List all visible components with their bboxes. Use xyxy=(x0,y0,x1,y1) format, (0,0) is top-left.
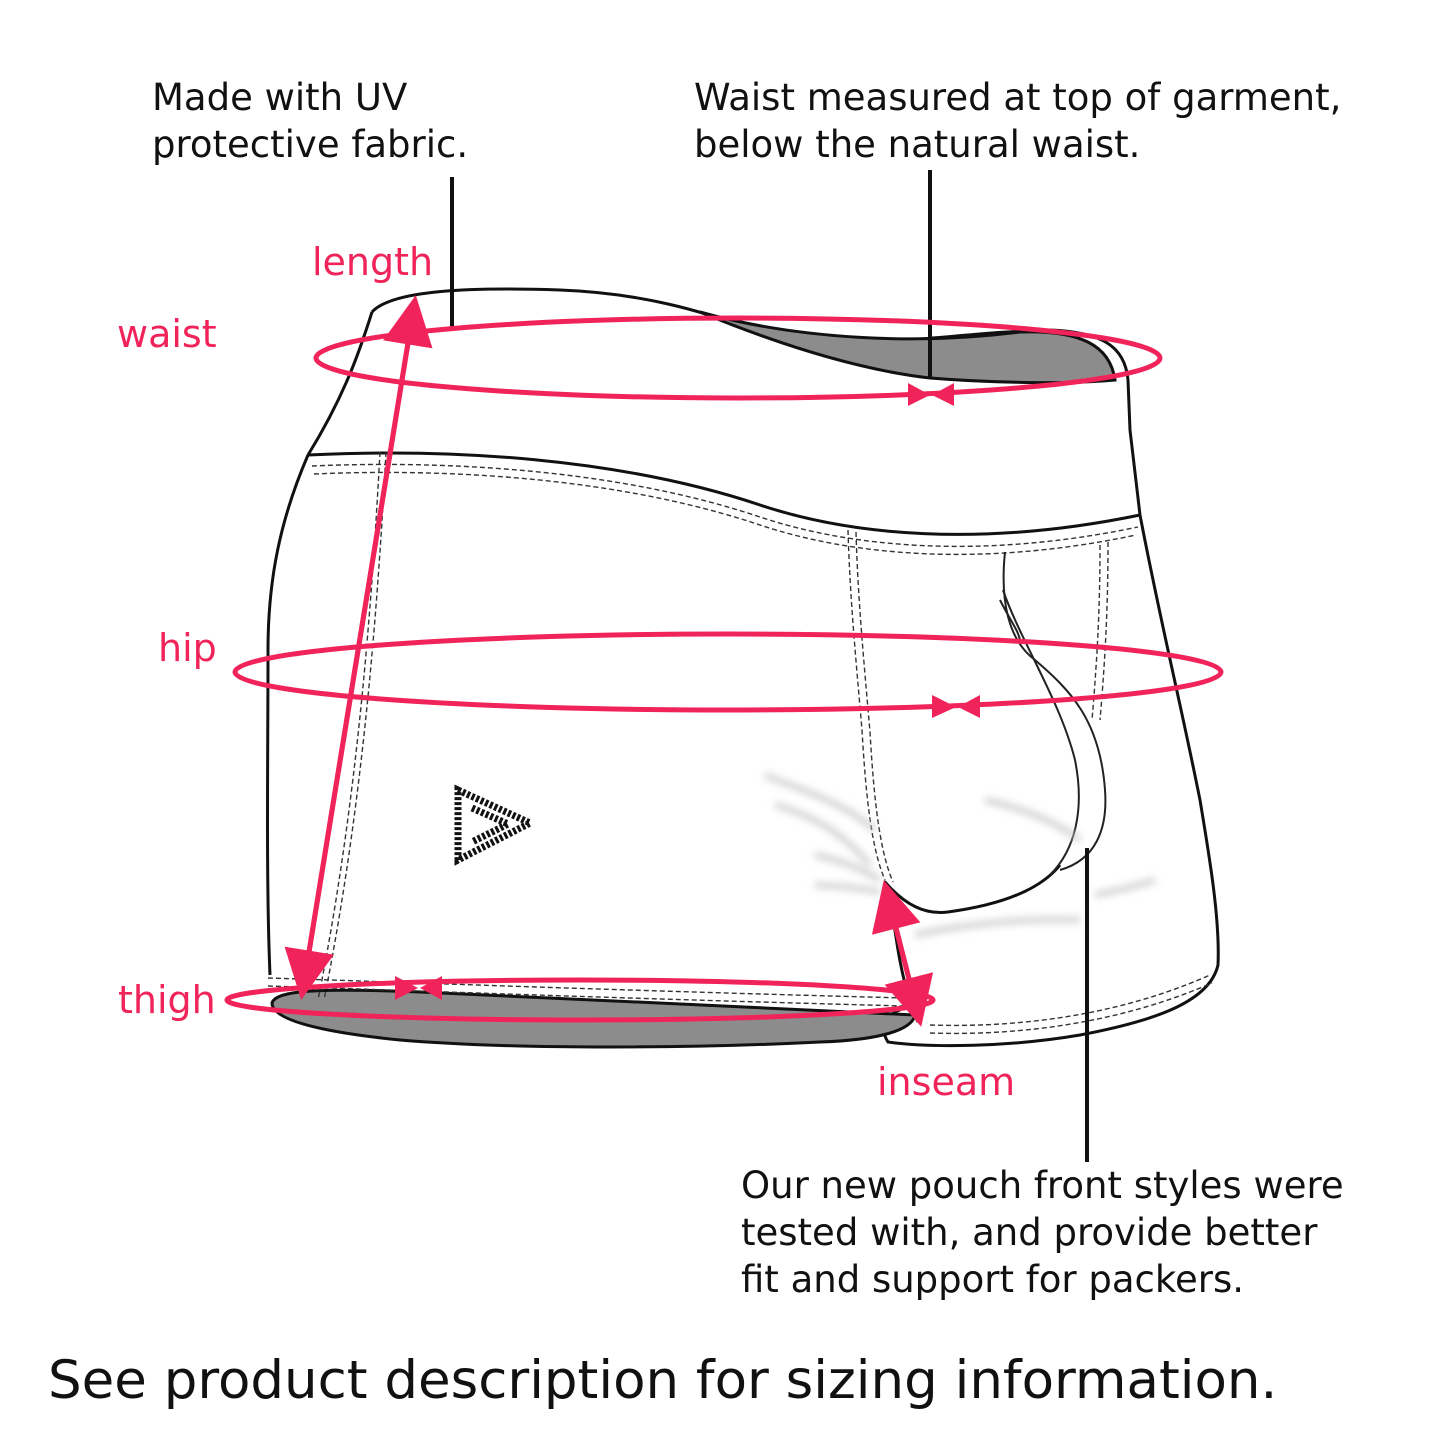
length-arrow-bottom xyxy=(284,299,418,1000)
meeting-arrowheads xyxy=(395,383,980,1000)
measurement-marks xyxy=(224,295,1224,1027)
fabric-note-line: protective fabric. xyxy=(152,123,469,166)
thigh-arrowhead-right xyxy=(420,976,442,1000)
triangle-logo-icon xyxy=(454,784,539,866)
hip-arrowhead-right xyxy=(958,695,980,718)
pouch-note-line: fit and support for packers. xyxy=(741,1258,1245,1301)
hip-label: hip xyxy=(158,626,217,670)
waist-label: waist xyxy=(117,312,217,356)
waist-arrowhead-right xyxy=(932,383,954,406)
fabric-note: Made with UV protective fabric. xyxy=(152,74,468,168)
thigh-arrowhead-left xyxy=(395,976,418,1000)
inseam-label: inseam xyxy=(877,1060,1016,1104)
hip-arrowhead-left xyxy=(932,695,956,718)
garment-outline xyxy=(266,287,1220,1048)
fabric-note-line: Made with UV xyxy=(152,76,408,119)
pouch-note: Our new pouch front styles were tested w… xyxy=(741,1162,1344,1303)
inseam-arrow-top xyxy=(871,880,923,1023)
waist-note-line: Waist measured at top of garment, xyxy=(694,76,1342,119)
waistband-lining xyxy=(699,310,1117,385)
waist-arrowhead-left xyxy=(908,383,930,406)
length-label: length xyxy=(312,240,434,284)
thigh-label: thigh xyxy=(118,978,216,1022)
waist-ellipse xyxy=(313,315,1163,401)
pouch-note-line: tested with, and provide better xyxy=(741,1211,1318,1254)
waist-note: Waist measured at top of garment, below … xyxy=(694,74,1341,168)
leader-lines xyxy=(450,170,1089,1162)
sizing-footer: See product description for sizing infor… xyxy=(48,1350,1278,1411)
waist-note-line: below the natural waist. xyxy=(694,123,1141,166)
pouch-detail xyxy=(999,551,1107,876)
fabric-shading xyxy=(764,772,1156,938)
hip-ellipse xyxy=(232,631,1224,713)
pouch-note-line: Our new pouch front styles were xyxy=(741,1164,1344,1207)
